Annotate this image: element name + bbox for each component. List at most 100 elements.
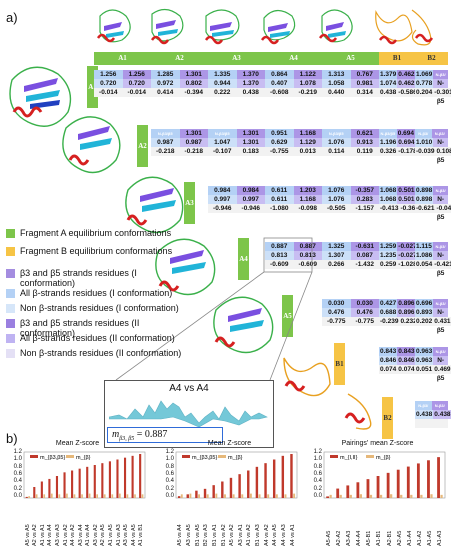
inset-zscore-profile <box>109 400 268 428</box>
bar-primary <box>290 454 293 498</box>
x-tick-label: A2 vs A2 <box>32 524 39 546</box>
matrix-value: 0.438 <box>379 88 398 97</box>
matrix-value: 0.051 <box>415 365 434 374</box>
x-tick-label: A1 vs A2 <box>246 524 253 546</box>
matrix-value: 0.864 <box>265 70 294 79</box>
matrix-cell-row: 1.235-0.027 <box>379 251 418 260</box>
legend-label: Non β-strands residues (II conformation) <box>20 348 182 358</box>
col-header-b1: B1 <box>379 52 415 65</box>
inset-label-prefix: m <box>112 429 120 440</box>
bar-secondary <box>293 493 296 498</box>
bar-secondary <box>189 493 192 498</box>
matrix-cell-row: -0.014-0.014 <box>94 88 151 97</box>
matrix-value: 0.440 <box>322 88 351 97</box>
bar-primary <box>336 488 340 498</box>
matrix-value: 0.407 <box>265 79 294 88</box>
bar-primary <box>221 481 224 498</box>
row-header-b2: B2 <box>382 397 393 439</box>
matrix-value: 0.501 <box>397 186 416 195</box>
matrix-value: 0.802 <box>179 79 208 88</box>
bar-primary <box>131 455 134 498</box>
matrix-value: 0.414 <box>151 88 180 97</box>
matrix-value: 1.076 <box>322 195 351 204</box>
matrix-value: 0.981 <box>350 79 379 88</box>
inset-panel: A4 vs A4 mβ3, β5 = 0.887 <box>104 380 274 448</box>
row-header-a1: A1 <box>87 66 98 108</box>
bar-primary <box>55 476 59 498</box>
matrix-value: 0.462 <box>397 70 416 79</box>
matrix-cell-row: -0.609-0.609 <box>265 260 322 269</box>
y-tick-label: 0.6 <box>313 471 322 477</box>
matrix-value: 1.325 <box>322 242 351 251</box>
legend-label: β3 and β5 strands residues (I conformati… <box>20 268 137 288</box>
matrix-cell-row: -0.946-0.946 <box>208 204 265 213</box>
chart-legend-label: m_{I,II} <box>340 455 358 461</box>
bar-secondary <box>134 494 136 498</box>
matrix-value: 0.427 <box>379 299 398 308</box>
bar-secondary <box>28 496 30 498</box>
bar-secondary <box>258 494 261 498</box>
y-tick-label: 0.0 <box>313 493 322 499</box>
matrix-value: 0.846 <box>379 356 398 365</box>
matrix-value: -0.219 <box>293 88 322 97</box>
matrix-value: 0.987 <box>151 138 180 147</box>
chart-legend: m_{β3,β5}m_{β} <box>182 455 243 461</box>
matrix-value: 0.629 <box>265 138 294 147</box>
legend-swatch <box>6 304 15 313</box>
bar-primary <box>93 465 96 498</box>
bar-primary <box>78 468 81 498</box>
matrix-value: 0.030 <box>322 299 351 308</box>
bar-secondary <box>400 494 403 498</box>
bar-primary <box>326 496 330 498</box>
x-tick-label: B1 vs A3 <box>255 524 262 546</box>
bar-primary <box>356 482 360 498</box>
bar-secondary <box>141 494 144 498</box>
x-tick-label: A2-B1 <box>386 530 393 546</box>
bar-primary <box>71 470 74 498</box>
x-tick-label: A4 vs A5 <box>130 524 137 546</box>
legend-item-nonbeta_II: Non β-strands residues (II conformation) <box>6 348 186 358</box>
bar-secondary <box>390 494 393 498</box>
y-tick-label: 0.6 <box>165 471 174 477</box>
bar-secondary <box>103 494 106 498</box>
matrix-value: 0.611 <box>265 195 294 204</box>
matrix-value: 1.235 <box>379 251 398 260</box>
matrix-value: 1.313 <box>322 70 351 79</box>
panel-a-label: a) <box>6 10 18 25</box>
matrix-value: -0.178 <box>397 147 418 156</box>
row-header-a5: A5 <box>282 295 293 337</box>
matrix-value: 0.987 <box>179 138 208 147</box>
matrix-value: 1.068 <box>379 186 398 195</box>
inset-score-label: mβ3, β5 = 0.887 <box>107 427 223 443</box>
bar-primary <box>177 496 181 498</box>
matrix-value: 0.813 <box>265 251 294 260</box>
matrix-value: 1.370 <box>236 70 265 79</box>
structure-thumbnail-a3 <box>204 9 240 45</box>
x-tick-label: A4 vs A4 <box>47 524 54 546</box>
matrix-value: -0.039 <box>415 147 436 156</box>
x-tick-label: A5 vs A4 <box>177 524 184 546</box>
legend-label: All β-strands residues (I conformation) <box>20 288 173 298</box>
matrix-value: -0.014 <box>94 88 123 97</box>
matrix-cell-row: 1.325-0.631 <box>322 242 379 251</box>
structure-thumbnail-a5 <box>318 9 353 43</box>
legend-swatch <box>6 334 15 343</box>
top-structures <box>96 8 434 46</box>
